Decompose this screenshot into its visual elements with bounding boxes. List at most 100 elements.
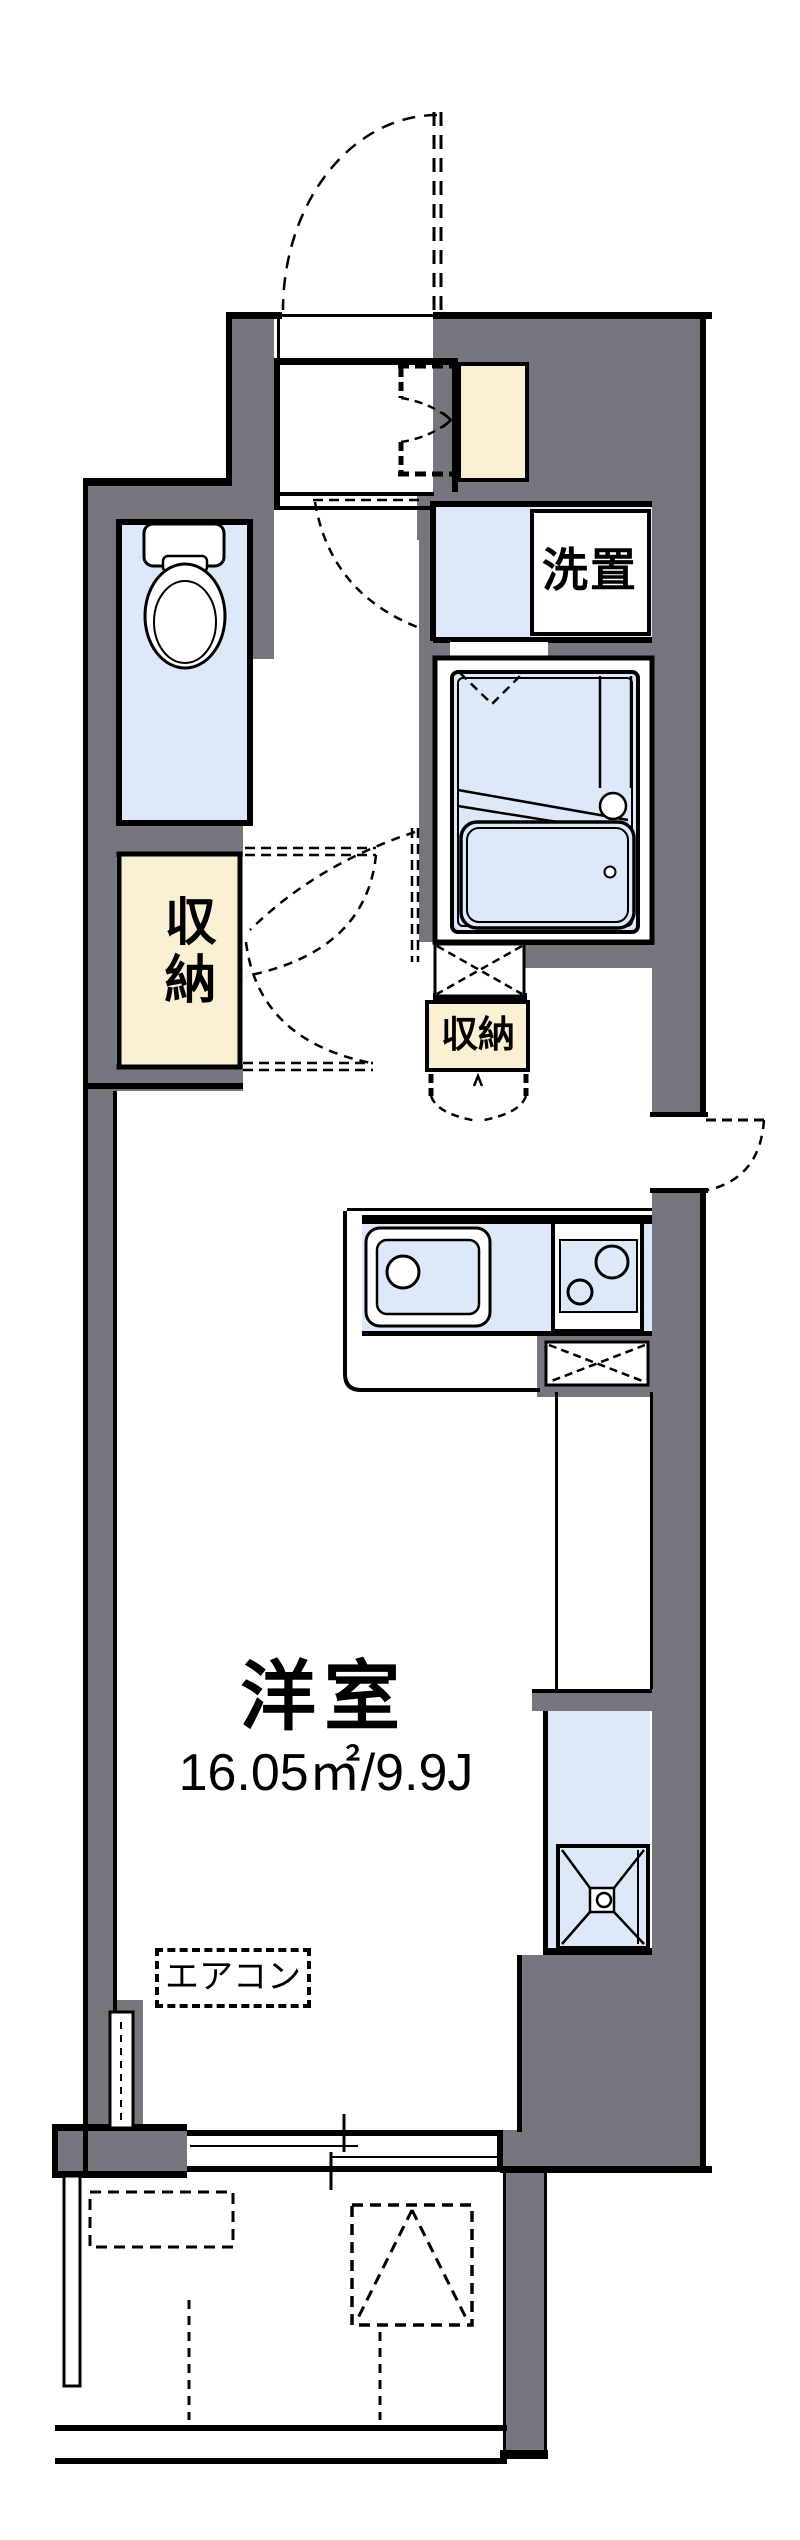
edge-hall-top [274,358,455,365]
bathtub-drain [603,865,617,879]
edge-mass-bottom [500,2166,712,2173]
bath-counter-edge1 [457,788,629,822]
door-symbols [243,112,766,1192]
washer-pan [530,509,651,636]
edge-mass-left [517,1955,522,2132]
kitchen-top-bar [362,1215,652,1224]
edge-laundry-left [430,501,436,641]
edge-window-bottom [650,1188,708,1193]
edge-storage-band-bottom [88,1083,243,1089]
kitchen-front-line [362,1331,652,1336]
vanity-f3 [561,1911,591,1945]
bath-hall-swing [249,830,416,931]
wall-balcony-divider [505,2172,545,2452]
shaft-x1 [436,944,523,996]
closet-arrow [442,412,453,428]
storage-small-box [425,1000,530,1072]
equipment-space [88,2190,235,2249]
storage-small-swing-r [478,1095,528,1123]
edge-window-band-bottom [187,2166,502,2172]
edge-left-column [226,312,232,486]
laundry-label: 洗置 [542,544,638,596]
edge-window-top [650,1112,708,1117]
room-area-label: 16.05㎡/9.9J [178,1744,474,1802]
edge-bottomwall-bottom [52,2171,187,2178]
toilet-seat [153,580,217,664]
evacuation-hatch [350,2203,474,2327]
service-window-swing [707,1119,766,1192]
edge-divider-cap [500,2450,548,2459]
wall-corridor-bottom [532,1689,652,1711]
edge-right-outer-upper [700,312,706,1112]
vanity-f2 [613,1849,645,1889]
entrance-shoe-cabinet [457,362,529,482]
edge-corridor-left [555,1392,558,1689]
service-window-opening [652,1117,706,1188]
wall-left-column [232,318,274,486]
washroom-door-swing [313,501,418,629]
vanity-f1 [560,1849,592,1889]
wall-left [88,486,116,2131]
edge-hall-left [274,358,280,506]
edge-porch-top-line [282,314,433,317]
kitchen-outline [343,1211,540,1392]
storage-left-room [116,851,243,1070]
edge-porch-left [277,314,280,362]
edge-left-outer [83,478,88,2178]
burner-large [594,1244,630,1280]
edge-window-band-right [497,2130,503,2172]
shaft-x2 [436,944,523,996]
balcony-side-panel [62,2174,82,2388]
bath-faucet [598,791,628,821]
edge-threshold-lower [274,506,434,510]
vanity-faucet [595,1891,613,1909]
hatch-arrow-l [356,2209,414,2319]
edge-top-left [226,312,282,319]
aircon-label: エアコン [155,1948,311,2008]
edge-balcony-line-upper [55,2425,507,2431]
edge-laundry-bottom [433,636,652,643]
toilet-bowl [143,562,227,670]
storage-small-swing-l [429,1095,478,1123]
pipe-space [108,2010,135,2130]
bathtub-inner [466,827,629,923]
edge-corridor-wall-top [532,1689,652,1693]
wall-mass-step [500,2130,522,2172]
wall-washroom-right [419,497,433,942]
room-door-swing [244,941,372,1065]
edge-laundry-top [430,501,652,507]
vanity-f4 [613,1911,645,1945]
burner-small [566,1278,594,1306]
wall-bottom-left [57,2131,187,2171]
wall-below-toilet [116,820,243,857]
storage-small-arrow [472,1072,484,1087]
kitchen-shaft [544,1340,650,1387]
edge-divider-left [503,2172,506,2452]
room-name-label: 洋室 [240,1655,408,1740]
vanity-fixture [556,1844,650,1950]
wall-below-bath [524,944,652,968]
edge-right-outer-lower [700,1193,706,2172]
edge-balcony-line-lower [55,2458,507,2464]
edge-corridor-right [650,1392,653,1689]
storage-left-label: 収納 [156,894,214,1010]
wall-bottom-right-mass [522,1955,700,2170]
inner-door-swing [245,854,378,978]
bathroom [432,655,655,945]
wall-right-upper [652,503,700,1112]
sink-drain [385,1254,421,1290]
entry-door-swing [281,113,438,311]
kitchen-back-line [347,1208,652,1211]
kitchen-shaft-x2 [548,1343,646,1384]
edge-left-inner [113,1091,117,2131]
balcony [62,2010,500,2420]
kitchen [343,1208,652,1392]
kitchen-shaft-x1 [548,1343,646,1384]
edge-hall-right [452,358,458,492]
toilet-fixture [142,522,227,670]
edge-vanity-bottom [543,1948,652,1955]
edge-top-right [433,312,712,319]
edge-bottomwall-cap [52,2124,58,2178]
